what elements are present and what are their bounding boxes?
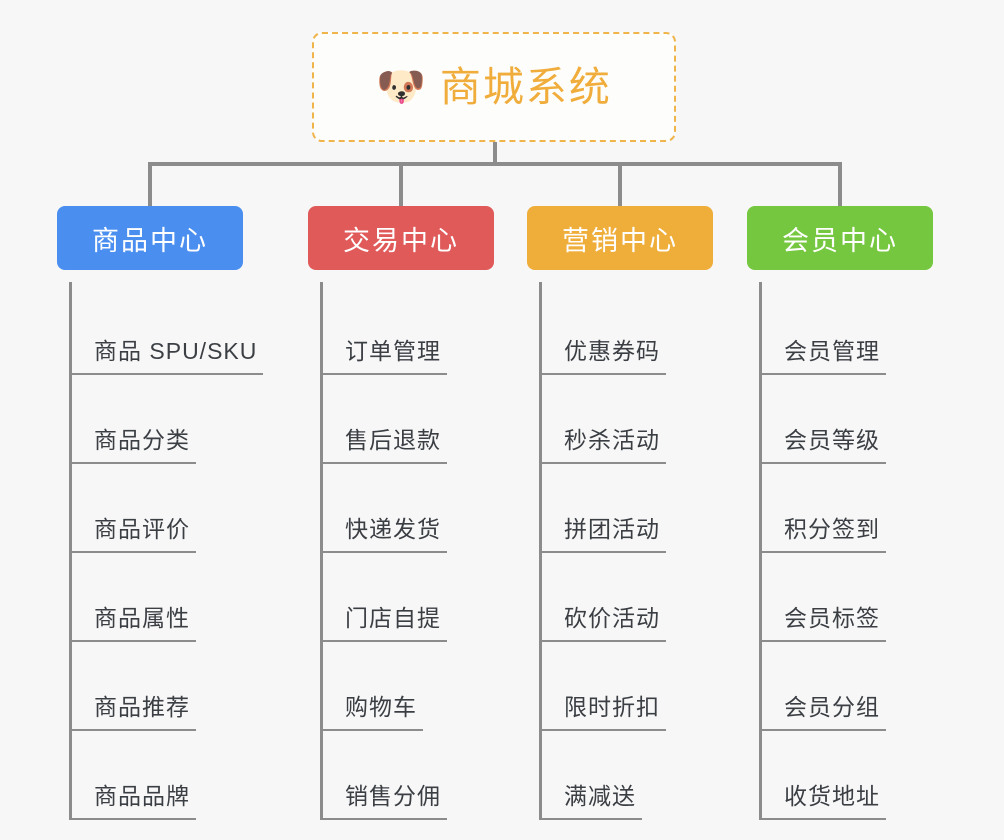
leaf-item-label: 商品属性: [72, 599, 196, 642]
leaf-item-label: 购物车: [323, 688, 423, 731]
connector-drop-trade-center: [399, 162, 403, 206]
leaf-item[interactable]: 秒杀活动: [542, 375, 713, 464]
leaf-item-label: 拼团活动: [542, 510, 666, 553]
leaf-item[interactable]: 积分签到: [762, 464, 933, 553]
leaf-item-label: 会员标签: [762, 599, 886, 642]
leaf-item-label: 商品分类: [72, 421, 196, 464]
leaf-list-marketing-center: 优惠券码秒杀活动拼团活动砍价活动限时折扣满减送: [539, 282, 713, 820]
leaf-item-label: 满减送: [542, 777, 642, 820]
column-header-member-center[interactable]: 会员中心: [747, 206, 933, 270]
column-header-trade-center[interactable]: 交易中心: [308, 206, 494, 270]
leaf-item-label: 优惠券码: [542, 332, 666, 375]
leaf-item[interactable]: 会员分组: [762, 642, 933, 731]
leaf-item-label: 商品品牌: [72, 777, 196, 820]
leaf-item-label: 售后退款: [323, 421, 447, 464]
connector-drop-marketing-center: [618, 162, 622, 206]
leaf-item[interactable]: 商品评价: [72, 464, 243, 553]
leaf-item[interactable]: 会员标签: [762, 553, 933, 642]
leaf-item[interactable]: 商品推荐: [72, 642, 243, 731]
leaf-item[interactable]: 商品品牌: [72, 731, 243, 820]
column-trade-center: 交易中心订单管理售后退款快递发货门店自提购物车销售分佣: [308, 206, 494, 820]
dog-face-icon: 🐶: [376, 65, 426, 109]
leaf-item[interactable]: 订单管理: [323, 286, 494, 375]
leaf-item[interactable]: 门店自提: [323, 553, 494, 642]
leaf-item-label: 快递发货: [323, 510, 447, 553]
column-product-center: 商品中心商品 SPU/SKU 商品分类商品评价商品属性商品推荐商品品牌: [57, 206, 264, 820]
leaf-item[interactable]: 商品属性: [72, 553, 243, 642]
leaf-item[interactable]: 优惠券码: [542, 286, 713, 375]
leaf-item[interactable]: 销售分佣: [323, 731, 494, 820]
leaf-list-trade-center: 订单管理售后退款快递发货门店自提购物车销售分佣: [320, 282, 494, 820]
root-title: 商城系统: [439, 63, 612, 110]
leaf-item[interactable]: 满减送: [542, 731, 713, 820]
leaf-item-label: 商品 SPU/SKU: [72, 332, 264, 375]
leaf-list-member-center: 会员管理会员等级积分签到会员标签会员分组收货地址: [759, 282, 933, 820]
leaf-item-label: 秒杀活动: [542, 421, 666, 464]
leaf-item[interactable]: 商品 SPU/SKU: [72, 286, 264, 375]
leaf-item[interactable]: 会员等级: [762, 375, 933, 464]
leaf-item-label: 商品推荐: [72, 688, 196, 731]
leaf-item-label: 会员等级: [762, 421, 886, 464]
leaf-item[interactable]: 砍价活动: [542, 553, 713, 642]
leaf-item[interactable]: 会员管理: [762, 286, 933, 375]
column-header-marketing-center[interactable]: 营销中心: [527, 206, 713, 270]
leaf-item[interactable]: 限时折扣: [542, 642, 713, 731]
leaf-item[interactable]: 购物车: [323, 642, 494, 731]
connector-drop-product-center: [148, 162, 152, 206]
leaf-item-label: 销售分佣: [323, 777, 447, 820]
connector-root-stem: [493, 142, 497, 164]
leaf-item-label: 订单管理: [323, 332, 447, 375]
root-node[interactable]: 🐶 商城系统: [312, 32, 676, 142]
leaf-item-label: 收货地址: [762, 777, 886, 820]
column-marketing-center: 营销中心优惠券码秒杀活动拼团活动砍价活动限时折扣满减送: [527, 206, 713, 820]
column-header-product-center[interactable]: 商品中心: [57, 206, 243, 270]
leaf-item[interactable]: 拼团活动: [542, 464, 713, 553]
connector-horizontal-bus: [149, 162, 841, 166]
leaf-item[interactable]: 收货地址: [762, 731, 933, 820]
leaf-item[interactable]: 售后退款: [323, 375, 494, 464]
leaf-item[interactable]: 商品分类: [72, 375, 243, 464]
leaf-item-label: 积分签到: [762, 510, 886, 553]
leaf-item[interactable]: 快递发货: [323, 464, 494, 553]
leaf-item-label: 会员管理: [762, 332, 886, 375]
leaf-item-label: 会员分组: [762, 688, 886, 731]
leaf-item-label: 砍价活动: [542, 599, 666, 642]
column-member-center: 会员中心会员管理会员等级积分签到会员标签会员分组收货地址: [747, 206, 933, 820]
connector-drop-member-center: [838, 162, 842, 206]
leaf-item-label: 商品评价: [72, 510, 196, 553]
leaf-list-product-center: 商品 SPU/SKU 商品分类商品评价商品属性商品推荐商品品牌: [69, 282, 264, 820]
leaf-item-label: 门店自提: [323, 599, 447, 642]
leaf-item-label: 限时折扣: [542, 688, 666, 731]
